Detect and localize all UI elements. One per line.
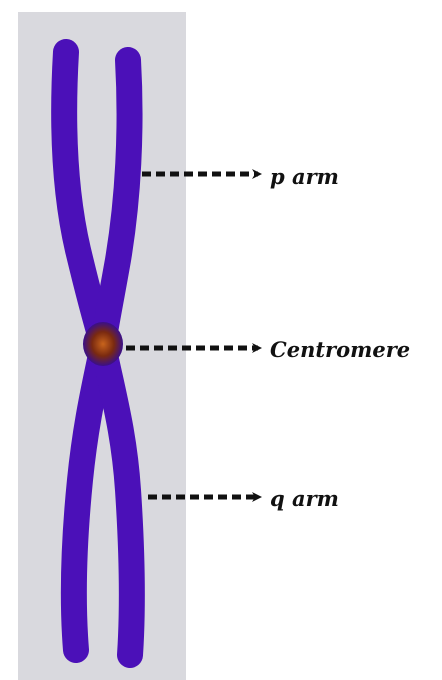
centromere-dot — [83, 322, 123, 366]
q-arm-label: q arm — [270, 488, 339, 509]
p-arm-label: p arm — [270, 166, 339, 187]
centromere-label: Centromere — [270, 339, 410, 360]
